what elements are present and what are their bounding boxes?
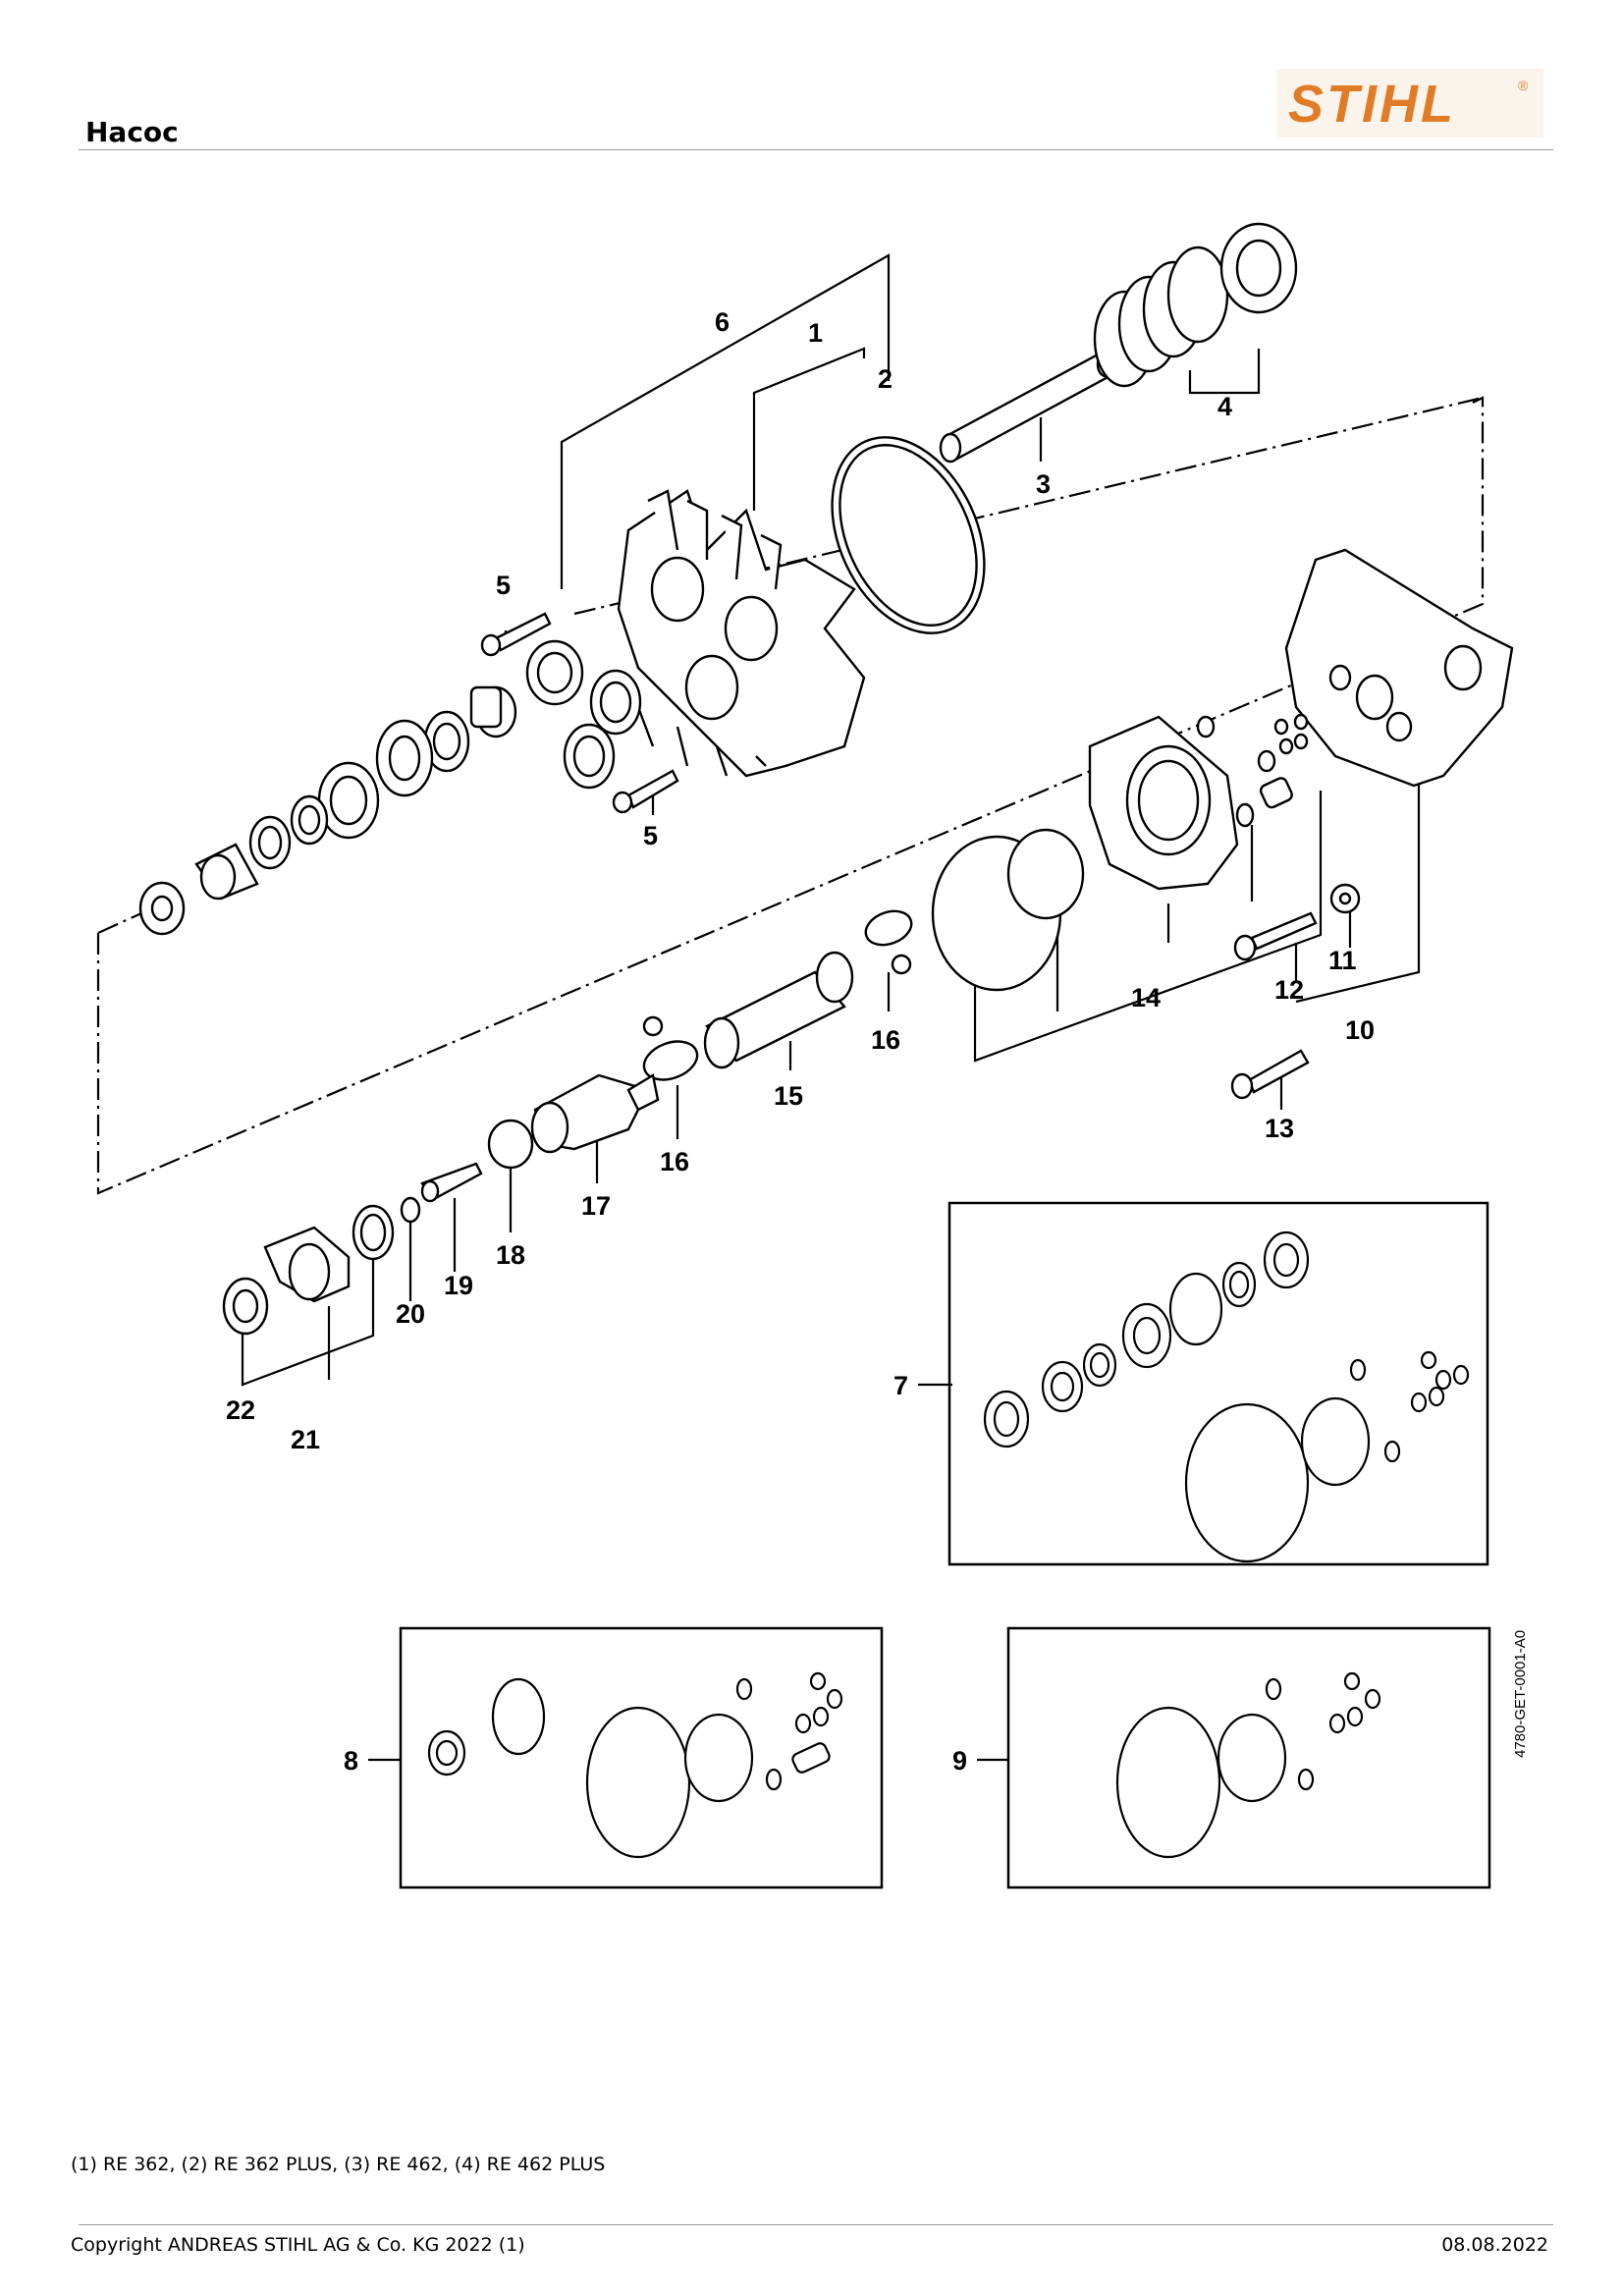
callout-17: 17 — [581, 1191, 611, 1221]
callout-3: 3 — [1036, 469, 1051, 499]
header-divider — [79, 149, 1553, 150]
callout-16: 16 — [660, 1147, 689, 1176]
callout-11: 11 — [1328, 946, 1357, 975]
callout-20: 20 — [396, 1299, 425, 1329]
svg-text:®: ® — [1518, 78, 1529, 93]
callout-16: 16 — [871, 1025, 900, 1055]
callout-10: 10 — [1345, 1015, 1375, 1045]
callout-18: 18 — [496, 1240, 525, 1270]
callout-13: 13 — [1265, 1114, 1294, 1143]
callout-6: 6 — [715, 307, 730, 337]
callout-22: 22 — [226, 1395, 255, 1425]
footer-divider — [79, 2224, 1553, 2225]
kit-box-7 — [947, 1201, 1489, 1566]
svg-text:STIHL: STIHL — [1288, 75, 1456, 134]
page-title: Насос — [85, 116, 179, 148]
stihl-logo: STIHL ® — [1276, 69, 1543, 137]
callout-2: 2 — [878, 364, 893, 394]
callout-8: 8 — [344, 1746, 358, 1776]
drawing-code: 4780-GET-0001-A0 — [1512, 1629, 1529, 1758]
model-legend: (1) RE 362, (2) RE 362 PLUS, (3) RE 462,… — [71, 2154, 606, 2175]
kit-box-9 — [1006, 1626, 1491, 1889]
print-date: 08.08.2022 — [1441, 2234, 1548, 2256]
callout-5: 5 — [643, 821, 658, 850]
kit-box-8 — [399, 1626, 884, 1889]
callout-21: 21 — [291, 1425, 320, 1454]
copyright-text: Copyright ANDREAS STIHL AG & Co. KG 2022… — [71, 2234, 525, 2256]
callout-9: 9 — [952, 1746, 967, 1776]
callout-14: 14 — [1131, 983, 1161, 1012]
callout-5: 5 — [496, 571, 511, 600]
callout-4: 4 — [1217, 392, 1232, 421]
callout-7: 7 — [893, 1371, 908, 1400]
callout-19: 19 — [444, 1271, 473, 1300]
callout-12: 12 — [1274, 975, 1304, 1005]
callout-15: 15 — [774, 1081, 803, 1111]
callout-1: 1 — [808, 318, 823, 348]
